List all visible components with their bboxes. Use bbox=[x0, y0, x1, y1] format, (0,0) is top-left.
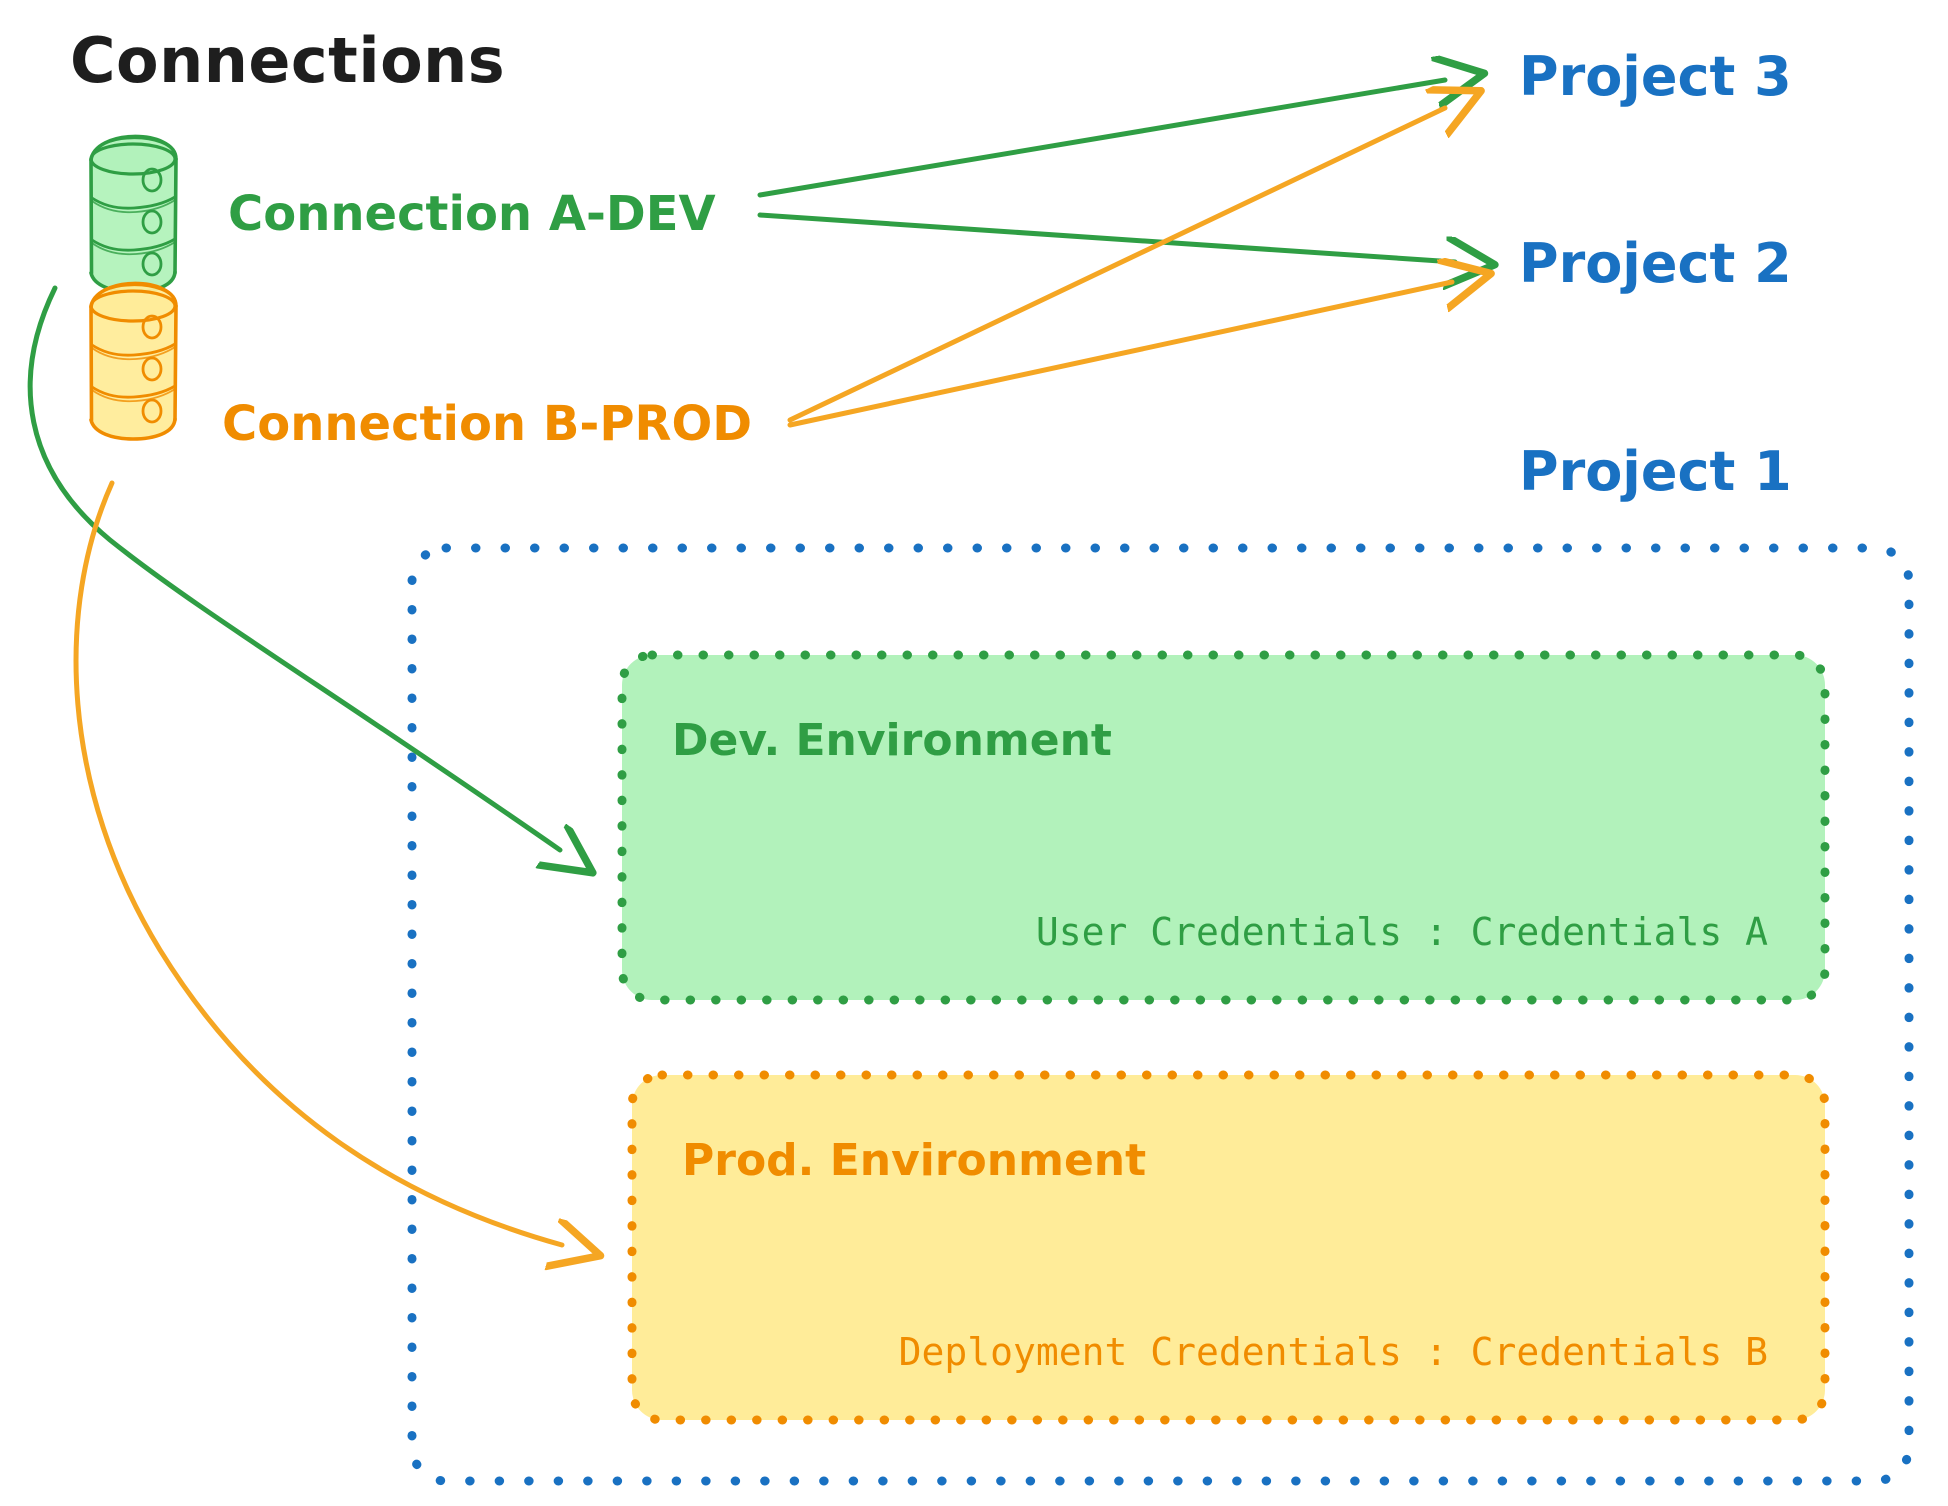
prod-environment-credentials: Deployment Credentials : Credentials B bbox=[899, 1330, 1768, 1374]
connection-label-a-dev[interactable]: Connection A-DEV bbox=[228, 186, 716, 242]
database-cylinder-icon-green bbox=[89, 134, 178, 294]
prod-environment-box[interactable] bbox=[627, 1070, 1830, 1425]
arrow-conn-b-to-project-3 bbox=[787, 108, 1445, 423]
dev-environment-credentials: User Credentials : Credentials A bbox=[1036, 910, 1768, 954]
project-1-container bbox=[407, 543, 1914, 1486]
page-title: Connections bbox=[70, 24, 505, 97]
dev-environment-title: Dev. Environment bbox=[672, 715, 1112, 766]
connection-label-b-prod[interactable]: Connection B-PROD bbox=[222, 396, 752, 452]
arrow-conn-a-to-project-3 bbox=[757, 80, 1445, 198]
project-label-2[interactable]: Project 2 bbox=[1519, 232, 1792, 295]
arrow-conn-b-to-project-2 bbox=[787, 282, 1452, 428]
arrow-conn-a-to-dev-environment bbox=[27, 285, 560, 850]
arrow-conn-b-to-prod-environment bbox=[73, 480, 562, 1245]
arrow-conn-a-to-project-2 bbox=[757, 212, 1455, 262]
project-label-1[interactable]: Project 1 bbox=[1519, 440, 1792, 503]
prod-environment-title: Prod. Environment bbox=[682, 1135, 1146, 1186]
project-label-3[interactable]: Project 3 bbox=[1519, 45, 1792, 108]
database-cylinder-icon-orange bbox=[89, 281, 178, 441]
dev-environment-box[interactable] bbox=[617, 650, 1830, 1005]
